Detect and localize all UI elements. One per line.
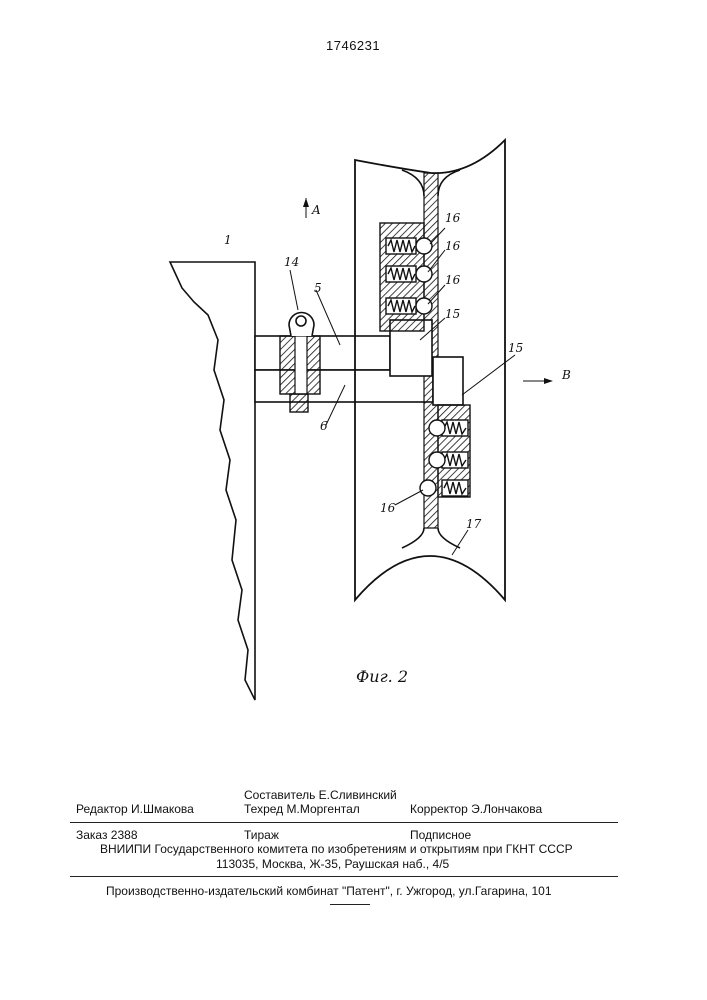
label-5: 5 [314, 281, 322, 295]
arrow-a-icon [303, 198, 309, 207]
roller-units-upper [380, 223, 432, 331]
arrow-b-icon [544, 378, 553, 384]
shaft-5 [255, 336, 390, 370]
label-15-a: 15 [445, 307, 460, 321]
label-14: 14 [284, 255, 299, 269]
label-16-b: 16 [445, 239, 461, 253]
label-6: 6 [320, 419, 328, 433]
label-1: 1 [224, 233, 232, 247]
end-mark [330, 904, 370, 905]
label-15-b: 15 [508, 341, 523, 355]
address-line: 113035, Москва, Ж-35, Раушская наб., 4/5 [216, 857, 449, 871]
institute-line: ВНИИПИ Государственного комитета по изоб… [100, 842, 573, 856]
wall-part-1 [170, 262, 255, 700]
label-16-d: 16 [380, 501, 396, 515]
order-line: Заказ 2388 [76, 828, 138, 842]
divider-top [70, 822, 618, 823]
compiler-line: Составитель Е.Сливинский [244, 788, 397, 802]
label-16-c: 16 [445, 273, 461, 287]
editor-line: Редактор И.Шмакова [76, 802, 194, 816]
figure-caption: Фиг. 2 [356, 667, 408, 686]
view-label-a: A [311, 203, 321, 217]
subscription-line: Подписное [410, 828, 471, 842]
label-17: 17 [466, 517, 482, 531]
label-16-a: 16 [445, 211, 461, 225]
corrector-line: Корректор Э.Лончакова [410, 802, 542, 816]
techred-line: Техред М.Моргентал [244, 802, 360, 816]
divider-bottom [70, 876, 618, 877]
carriage-15-lower [433, 357, 463, 405]
publisher-line: Производственно-издательский комбинат "П… [106, 884, 552, 898]
circulation-line: Тираж [244, 828, 279, 842]
view-label-b: B [561, 368, 571, 382]
